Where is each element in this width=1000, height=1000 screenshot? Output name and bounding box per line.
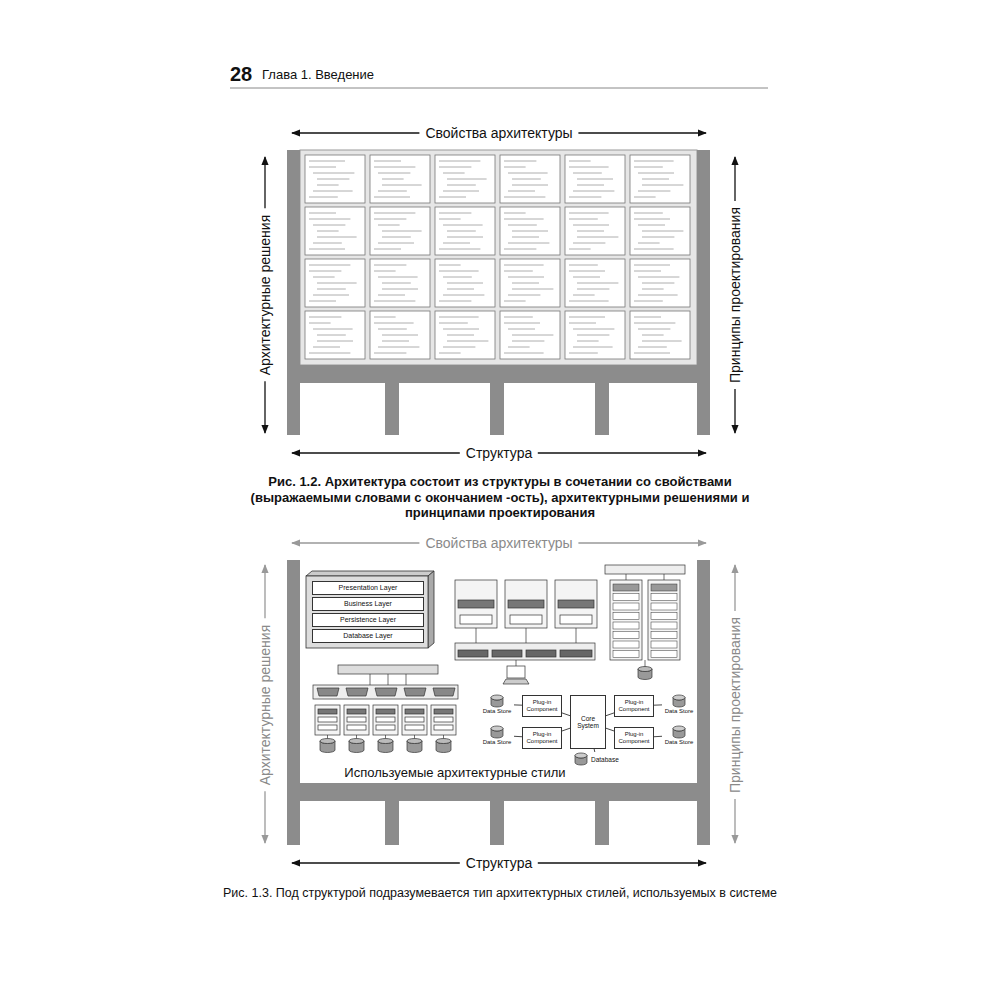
plugin-box: Plug-in Component [522, 695, 562, 717]
core-box: Core System [570, 695, 606, 749]
node-text: Database Layer [313, 630, 423, 642]
axis-label: Принципы проектирования [727, 201, 744, 389]
figure-caption: Рис. 1.2. Архитектура состоит из структу… [225, 474, 775, 521]
node-text: Plug-in Component [525, 699, 559, 713]
cylinder-symbol [574, 752, 588, 766]
cylinder-symbol [490, 694, 504, 708]
styles-label: Используемые архитектурные стили [344, 765, 565, 781]
node-text: Business Layer [313, 598, 423, 610]
connector [654, 736, 662, 737]
layered-stack [306, 571, 434, 648]
plugin-box: Plug-in Component [522, 727, 562, 749]
data-store: Data Store [480, 694, 514, 715]
dimension-arrows [265, 133, 735, 453]
connector [606, 713, 614, 716]
axis-label: Архитектурные решения [257, 619, 274, 792]
code-grid [305, 155, 690, 359]
figure-caption: Рис. 1.3. Под структурой подразумевается… [205, 886, 795, 901]
page-number: 28 [230, 62, 252, 86]
connector [654, 704, 662, 705]
microservices-sketch [313, 665, 458, 753]
layer-box: Presentation Layer [312, 581, 424, 595]
dimension-arrows [265, 543, 735, 863]
connector [562, 713, 570, 716]
connector [514, 704, 522, 705]
plugin-box: Plug-in Component [614, 695, 654, 717]
axis-label: Структура [460, 855, 538, 872]
connector [606, 728, 614, 731]
plugin-box: Plug-in Component [614, 727, 654, 749]
node-text: Data Store [480, 708, 514, 715]
node-text: Presentation Layer [313, 582, 423, 594]
node-text: Data Store [480, 739, 514, 746]
connector [514, 736, 522, 737]
node-text: Data Store [662, 708, 696, 715]
service-based-sketch [605, 565, 685, 680]
node-text: Plug-in Component [525, 731, 559, 745]
data-store: Data Store [662, 694, 696, 715]
axis-label: Архитектурные решения [257, 209, 274, 382]
node-text: Database [591, 756, 619, 763]
layer-box: Persistence Layer [312, 613, 424, 627]
node-text: Data Store [662, 739, 696, 746]
header-rule [230, 88, 768, 89]
cylinder-symbol [490, 725, 504, 739]
node-text: Plug-in Component [617, 731, 651, 745]
running-header: Глава 1. Введение [262, 67, 374, 83]
cylinder-symbol [672, 694, 686, 708]
layer-box: Business Layer [312, 597, 424, 611]
space-based-sketch [455, 580, 597, 684]
axis-label: Свойства архитектуры [419, 125, 578, 142]
axis-label: Структура [460, 445, 538, 462]
node-text: Plug-in Component [617, 699, 651, 713]
axis-label: Принципы проектирования [727, 611, 744, 799]
data-store: Data Store [662, 725, 696, 746]
node-text: Persistence Layer [313, 614, 423, 626]
connector [594, 749, 596, 752]
data-store: Data Store [480, 725, 514, 746]
axis-label: Свойства архитектуры [419, 535, 578, 552]
connector [562, 728, 570, 731]
building-frame [287, 560, 710, 845]
database: Database [574, 752, 619, 766]
node-text: Core System [573, 715, 603, 730]
cylinder-symbol [672, 725, 686, 739]
layer-box: Database Layer [312, 629, 424, 643]
building-frame [287, 150, 710, 435]
